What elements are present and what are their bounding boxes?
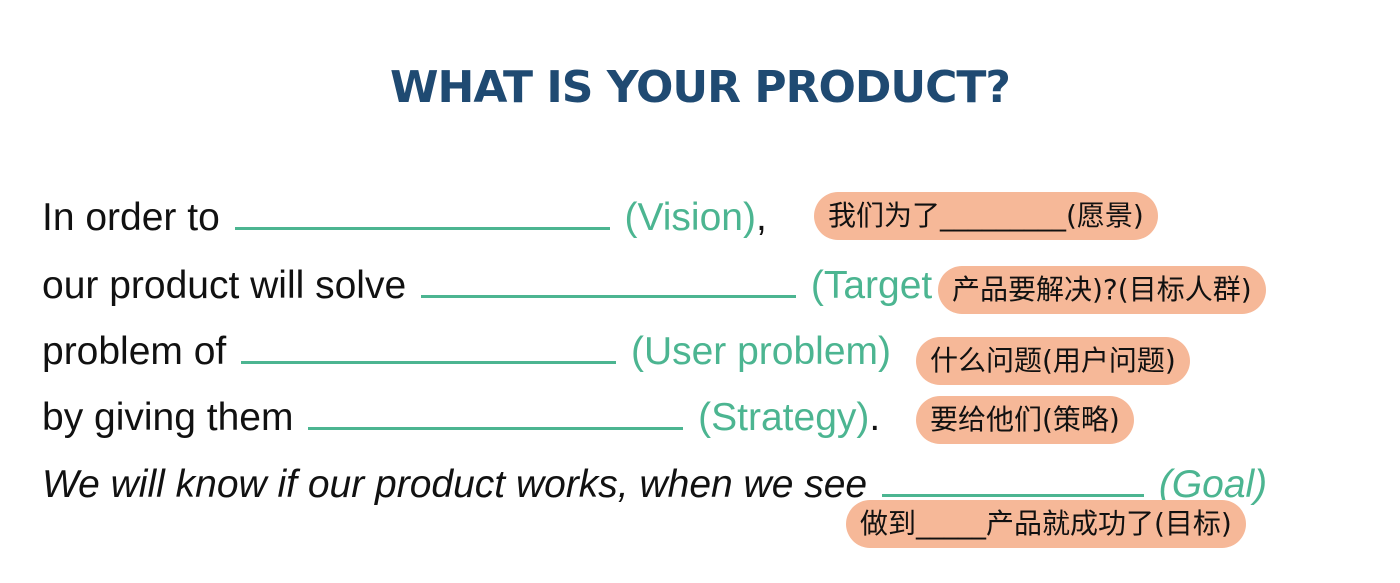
line-prefix: problem of bbox=[42, 330, 227, 373]
template-line-goal: We will know if our product works, when … bbox=[42, 465, 1267, 504]
template-line-problem: problem of (User problem) bbox=[42, 332, 891, 371]
template-line-strategy: by giving them (Strategy). bbox=[42, 398, 880, 437]
problem-hint: (User problem) bbox=[630, 330, 892, 373]
goal-hint: (Goal) bbox=[1158, 463, 1268, 506]
line-prefix: In order to bbox=[42, 196, 220, 239]
strategy-blank[interactable] bbox=[308, 426, 684, 430]
annotation-vision: 我们为了_________(愿景) bbox=[814, 192, 1158, 240]
annotation-goal: 做到_____产品就成功了(目标) bbox=[846, 500, 1246, 548]
template-line-vision: In order to (Vision), bbox=[42, 198, 767, 237]
target-blank[interactable] bbox=[421, 294, 797, 298]
line-prefix: We will know if our product works, when … bbox=[42, 463, 868, 506]
vision-blank[interactable] bbox=[234, 226, 610, 230]
line-prefix: our product will solve bbox=[42, 264, 407, 307]
strategy-hint: (Strategy) bbox=[698, 396, 870, 439]
line-suffix: , bbox=[755, 196, 767, 239]
annotation-strategy: 要给他们(策略) bbox=[916, 396, 1134, 444]
annotation-problem: 什么问题(用户问题) bbox=[916, 337, 1190, 385]
goal-blank[interactable] bbox=[881, 493, 1144, 497]
annotation-target: 产品要解决)?(目标人群) bbox=[938, 266, 1266, 314]
line-prefix: by giving them bbox=[42, 396, 294, 439]
line-suffix: . bbox=[869, 396, 881, 439]
problem-blank[interactable] bbox=[241, 360, 617, 364]
vision-hint: (Vision) bbox=[624, 196, 756, 239]
page-title: WHAT IS YOUR PRODUCT? bbox=[390, 62, 1011, 113]
